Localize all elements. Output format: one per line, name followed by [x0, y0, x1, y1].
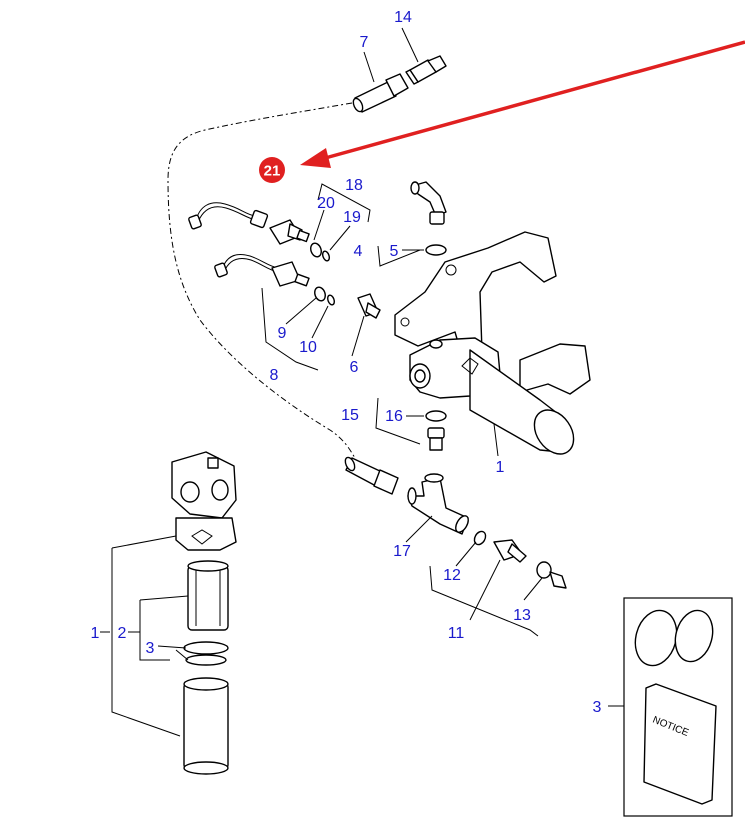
- hose-end-7: [352, 73, 409, 113]
- plug-6: [357, 293, 381, 319]
- mounting-bracket: [394, 231, 591, 395]
- pressure-sensor-18: [269, 219, 310, 245]
- label-8: 8: [270, 367, 279, 384]
- red-pointer-arrow: [300, 40, 745, 168]
- label-1-right: 1: [496, 459, 505, 476]
- callout-21[interactable]: 21: [259, 157, 285, 183]
- dust-cap-13: [536, 561, 567, 589]
- fitting-11: [493, 539, 527, 563]
- o-ring-10: [327, 294, 335, 306]
- callout-21-label: 21: [264, 163, 281, 180]
- o-ring-5: [425, 244, 447, 256]
- label-3-right: 3: [593, 699, 602, 716]
- sensor-harness-21: [188, 202, 269, 230]
- label-14: 14: [394, 9, 412, 26]
- label-5: 5: [390, 243, 399, 260]
- o-ring-3a: [183, 641, 229, 655]
- o-ring-16: [425, 410, 447, 422]
- label-7: 7: [360, 34, 369, 51]
- leader-lines: [100, 27, 624, 737]
- label-6: 6: [350, 359, 359, 376]
- label-4: 4: [354, 243, 363, 260]
- label-9: 9: [278, 325, 287, 342]
- label-12: 12: [443, 567, 461, 584]
- label-15: 15: [341, 407, 359, 424]
- filter-assembly-right: [409, 337, 575, 455]
- filter-element-2: [187, 560, 229, 631]
- filter-head-left: [171, 451, 237, 551]
- label-18: 18: [345, 177, 363, 194]
- elbow-fitting-4: [410, 181, 447, 225]
- fitting-14: [405, 55, 447, 85]
- label-3-left: 3: [146, 640, 155, 657]
- label-19: 19: [343, 209, 361, 226]
- label-1-left: 1: [91, 625, 100, 642]
- o-ring-20: [310, 242, 322, 258]
- sensor-harness-8: [214, 254, 310, 287]
- fitting-15: [427, 427, 445, 451]
- tee-fitting-17: [407, 473, 469, 535]
- label-13: 13: [513, 607, 531, 624]
- label-17: 17: [393, 543, 411, 560]
- o-ring-12: [473, 530, 487, 546]
- filter-bowl-1: [183, 677, 229, 775]
- label-16: 16: [385, 408, 403, 425]
- label-10: 10: [299, 339, 317, 356]
- o-ring-9: [314, 286, 326, 302]
- label-20: 20: [317, 195, 335, 212]
- label-2: 2: [118, 625, 127, 642]
- o-ring-3b: [185, 654, 227, 666]
- seal-kit-panel: NOTICE: [623, 597, 733, 817]
- o-ring-19: [322, 250, 330, 262]
- hose-route-dashed-line: [167, 102, 356, 459]
- label-11: 11: [448, 625, 465, 642]
- hose-end-lower: [344, 456, 399, 495]
